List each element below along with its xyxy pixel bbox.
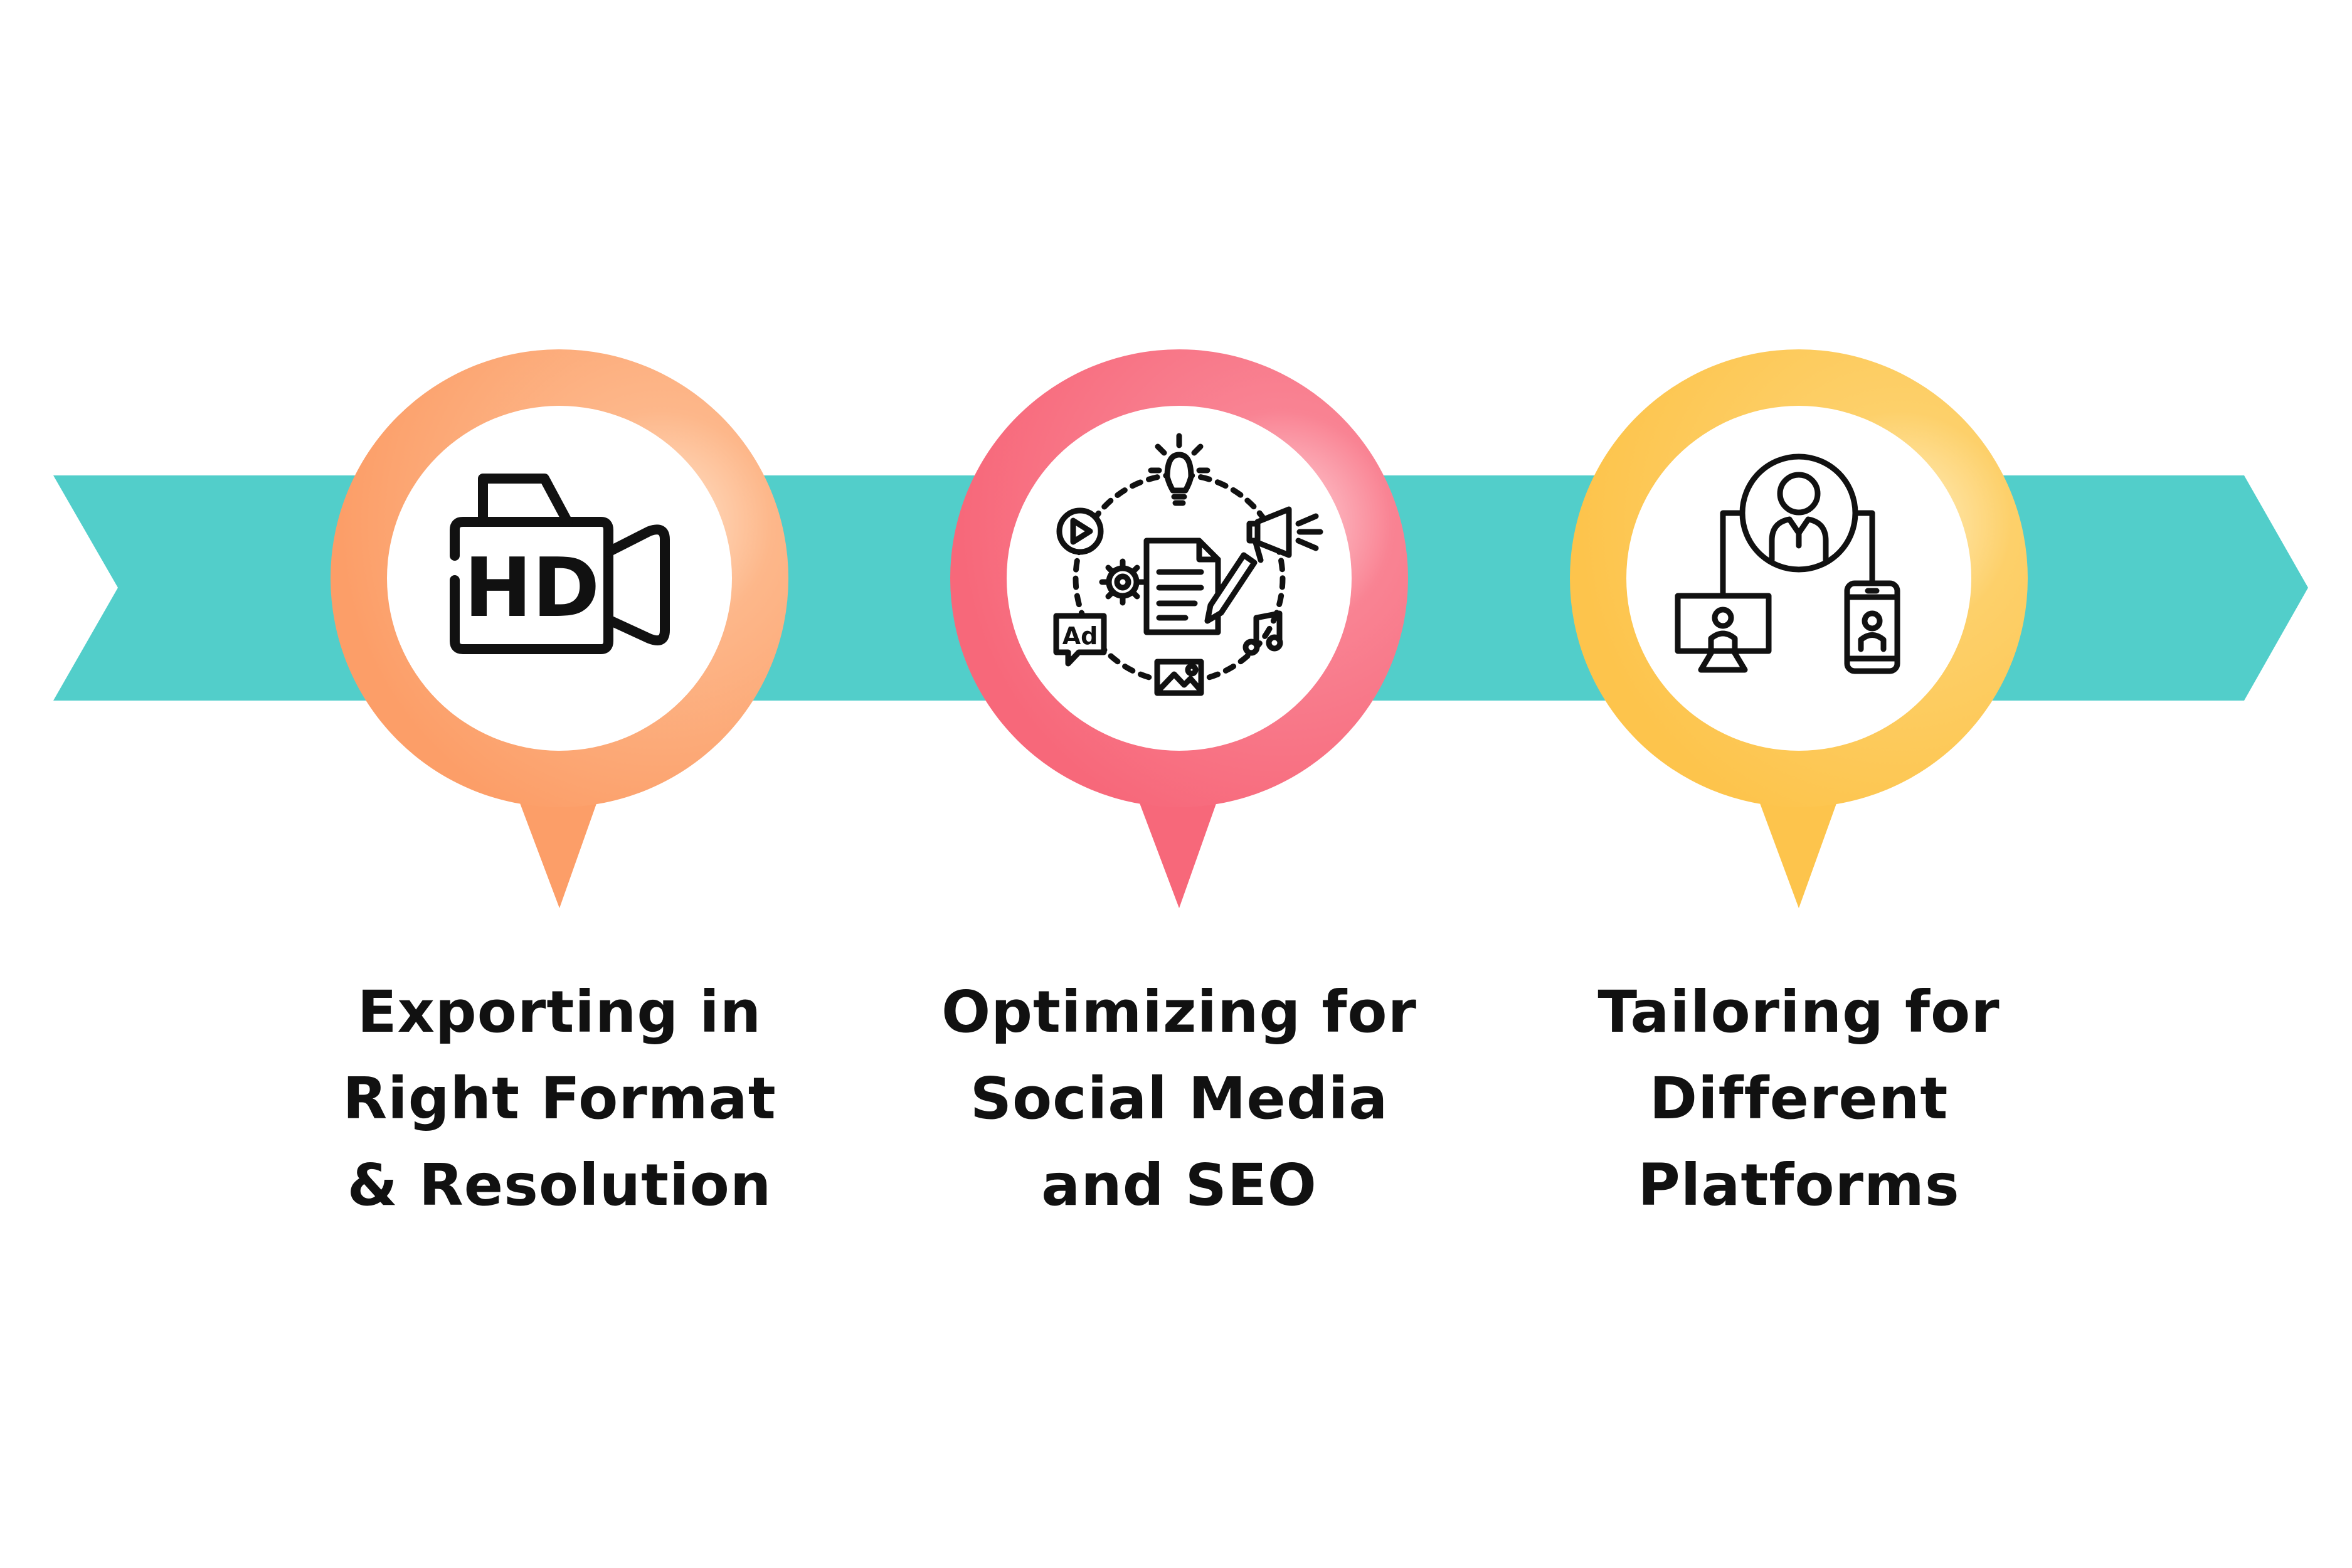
megaphone-icon: [1246, 506, 1323, 563]
label-line: Exporting in: [357, 978, 762, 1046]
step-1-pin: [331, 349, 788, 908]
step-2-label: Optimizing for Social Media and SEO: [866, 969, 1493, 1229]
lightbulb-icon: [1148, 433, 1210, 506]
play-button-icon: [1056, 507, 1104, 555]
music-note-icon: [1242, 610, 1283, 656]
pin-tail: [517, 797, 599, 908]
gear-icon: [1099, 558, 1147, 606]
pin-inner-disc: [1626, 406, 1971, 751]
step-1-label: Exporting in Right Format & Resolution: [246, 969, 873, 1229]
connector-lines: [1720, 510, 1875, 599]
picture-icon: [1154, 659, 1204, 696]
hd-video-camera-icon: HD: [450, 474, 670, 654]
monitor-icon: [1675, 593, 1772, 673]
pencil-icon: [1204, 552, 1258, 624]
ad-bubble-icon: Ad: [1053, 613, 1107, 667]
label-line: Different: [1649, 1065, 1949, 1132]
smartphone-icon: [1844, 580, 1900, 674]
content-marketing-icon: Ad: [1053, 433, 1323, 696]
ad-label: Ad: [1062, 622, 1098, 650]
label-line: Right Format: [342, 1065, 776, 1132]
hd-label: HD: [464, 540, 600, 635]
label-line: Social Media: [970, 1065, 1389, 1132]
label-line: Tailoring for: [1597, 978, 2000, 1046]
pin-inner-disc: [387, 406, 732, 751]
multi-platform-user-icon: [1675, 453, 1900, 674]
label-line: Platforms: [1638, 1152, 1960, 1219]
pin-tail: [1757, 797, 1839, 908]
label-line: and SEO: [1041, 1152, 1317, 1219]
step-3-label: Tailoring for Different Platforms: [1485, 969, 2112, 1229]
label-line: & Resolution: [347, 1152, 772, 1219]
label-line: Optimizing for: [941, 978, 1417, 1046]
step-3-pin: [1570, 349, 2028, 908]
pin-tail: [1137, 797, 1219, 908]
